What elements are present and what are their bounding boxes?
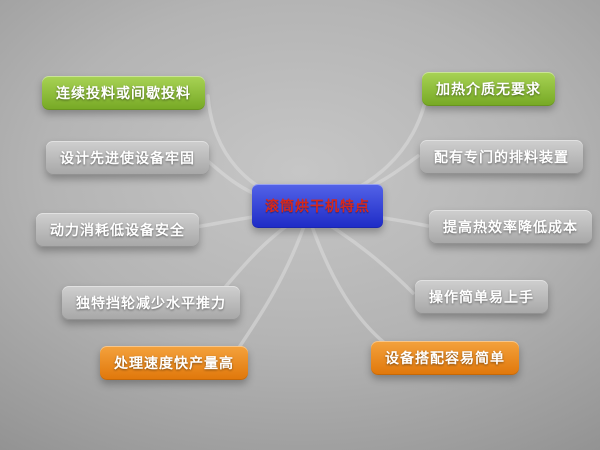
node-continuous-feed: 连续投料或间歇投料 <box>42 76 205 110</box>
node-low-power-safe: 动力消耗低设备安全 <box>36 213 199 247</box>
node-easy-matching: 设备搭配容易简单 <box>371 341 519 375</box>
node-heat-medium: 加热介质无要求 <box>422 72 555 106</box>
connector-line <box>306 213 395 352</box>
node-thrust-wheel: 独特挡轮减少水平推力 <box>62 286 240 320</box>
node-high-output: 处理速度快产量高 <box>100 346 248 380</box>
node-sturdy-design: 设计先进使设备牢固 <box>46 141 209 175</box>
connector-line <box>232 213 310 357</box>
node-thermal-efficiency: 提高热效率降低成本 <box>429 210 592 244</box>
node-easy-operation: 操作简单易上手 <box>415 280 548 314</box>
node-discharge-device: 配有专门的排料装置 <box>420 140 583 174</box>
center-node-title: 滚筒烘干机特点 <box>252 184 383 228</box>
